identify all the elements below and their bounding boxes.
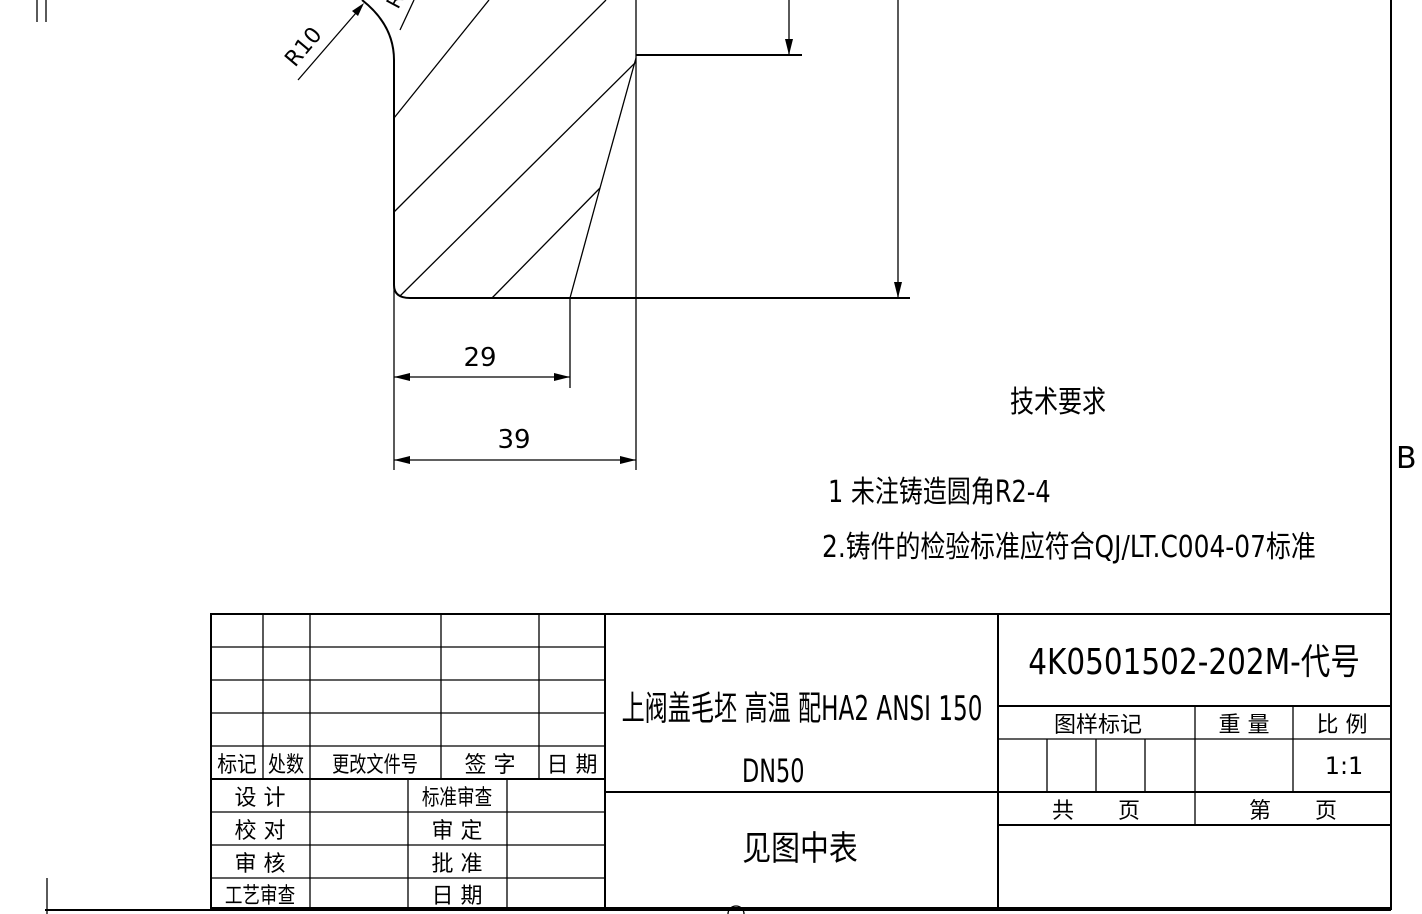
part-section bbox=[361, 0, 910, 470]
radius-label-2: R bbox=[381, 0, 409, 12]
sign-approve: 批 准 bbox=[432, 852, 483, 877]
sign-design: 设 计 bbox=[235, 786, 286, 811]
sign-date: 日 期 bbox=[432, 884, 483, 909]
hatch-lines bbox=[393, 0, 637, 299]
drawing-info-area: 4K0501502-202M-代号 图样标记 重 量 比 例 1:1 共 页 第… bbox=[998, 640, 1391, 826]
radius-label: R10 bbox=[280, 23, 327, 72]
tech-req-title: 技术要求 bbox=[1010, 385, 1106, 419]
sign-review: 审 核 bbox=[235, 852, 286, 877]
sign-process: 工艺审查 bbox=[225, 883, 295, 908]
scale-value: 1:1 bbox=[1325, 752, 1364, 780]
material: 见图中表 bbox=[742, 830, 858, 869]
dimension-39: 39 bbox=[394, 425, 636, 464]
label-weight: 重 量 bbox=[1219, 713, 1270, 738]
vertical-dimensions bbox=[785, 0, 902, 298]
rev-header-count: 处数 bbox=[268, 751, 304, 777]
signature-table: 设 计 校 对 审 核 工艺审查 标准审查 审 定 批 准 日 期 bbox=[211, 779, 605, 909]
label-scale: 比 例 bbox=[1317, 713, 1368, 738]
technical-requirements: 技术要求 1 未注铸造圆角R2-4 2.铸件的检验标准应符合QJ/LT.C004… bbox=[822, 385, 1316, 564]
tech-req-1: 1 未注铸造圆角R2-4 bbox=[828, 475, 1051, 509]
part-name-area: 上阀盖毛坯 高温 配HA2 ANSI 150 DN50 见图中表 bbox=[605, 614, 999, 908]
title-block: 标记 处数 更改文件号 签 字 日 期 设 计 校 对 审 核 工艺审查 bbox=[210, 613, 1392, 909]
zone-letter: B bbox=[1396, 441, 1417, 476]
part-name-line2: DN50 bbox=[742, 752, 804, 790]
label-pattern-mark: 图样标记 bbox=[1054, 713, 1142, 738]
revision-table: 标记 处数 更改文件号 签 字 日 期 bbox=[211, 614, 606, 908]
dim-29-label: 29 bbox=[463, 343, 496, 373]
rev-header-date: 日 期 bbox=[547, 753, 598, 778]
label-page: 第 页 bbox=[1249, 799, 1337, 824]
drawing-number: 4K0501502-202M-代号 bbox=[1028, 640, 1360, 683]
tech-req-2: 2.铸件的检验标准应符合QJ/LT.C004-07标准 bbox=[822, 530, 1316, 565]
dim-39-label: 39 bbox=[497, 425, 530, 455]
label-total-pages: 共 页 bbox=[1052, 799, 1140, 824]
dimension-29: 29 bbox=[394, 298, 571, 388]
rev-header-mark: 标记 bbox=[217, 752, 257, 777]
sign-approve-review: 审 定 bbox=[432, 819, 483, 844]
rev-header-docno: 更改文件号 bbox=[332, 752, 418, 778]
sign-check: 校 对 bbox=[235, 819, 286, 844]
rev-header-sign: 签 字 bbox=[465, 753, 516, 778]
part-name-line1: 上阀盖毛坯 高温 配HA2 ANSI 150 bbox=[622, 688, 983, 728]
sign-standard: 标准审查 bbox=[422, 785, 492, 810]
